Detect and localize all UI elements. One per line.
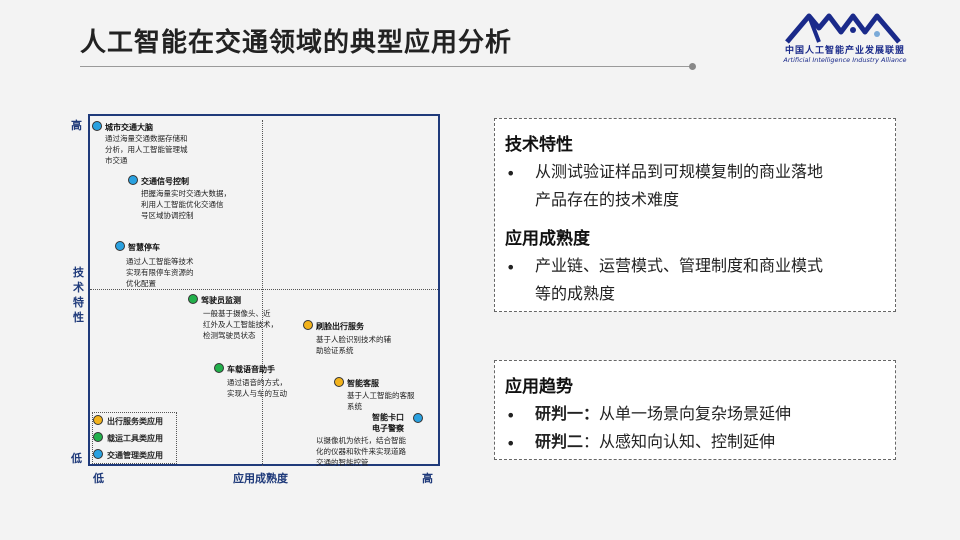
page-title: 人工智能在交通领域的典型应用分析: [80, 28, 513, 58]
item-desc: 通过语音的方式，实现人与车的互动: [227, 378, 287, 398]
item-name: 车载语音助手: [227, 364, 275, 374]
tech-feature-text: 从测试验证样品到可规模复制的商业落地产品存在的技术难度: [535, 162, 824, 209]
judgment-one: 研判一：从单一场景向复杂场景延伸: [535, 404, 792, 423]
item-dot: [128, 175, 138, 185]
item-name: 智能卡口: [372, 412, 404, 422]
logo-cn-text: 中国人工智能产业发展联盟: [784, 46, 905, 56]
item-dot: [413, 413, 423, 423]
item-desc: 基于人工智能的客服系统: [347, 391, 415, 411]
legend-label: 交通管理类应用: [107, 450, 163, 460]
item-name: 刷脸出行服务: [316, 321, 364, 331]
y-axis-high: 高: [71, 119, 82, 132]
item-desc: 通过人工智能等技术实现有限停车资源的优化配置: [126, 257, 194, 288]
logo-en-text: Artificial Intelligence Industry Allianc…: [783, 56, 907, 64]
trend-heading: 应用趋势: [505, 377, 573, 397]
item-desc: 以摄像机为依托，结合智能化的仪器和软件来实现道路交通的智能控管: [316, 436, 406, 467]
tech-feature-heading: 技术特性: [505, 135, 573, 155]
item-name: 交通信号控制: [141, 176, 189, 186]
item-dot: [92, 121, 102, 131]
item-name: 驾驶员监测: [201, 295, 241, 305]
x-axis-high: 高: [422, 472, 433, 485]
bullet: •: [506, 164, 516, 183]
judgment-two: 研判二：从感知向认知、控制延伸: [535, 432, 776, 451]
tech-maturity-box: [494, 118, 896, 312]
item-name: 智能客服: [347, 378, 379, 388]
item-desc: 通过海量交通数据存储和分析，用人工智能管理城市交通: [105, 134, 188, 165]
legend: [92, 412, 177, 464]
legend-dot: [93, 432, 103, 442]
bullet: •: [506, 406, 516, 425]
item-name: 城市交通大脑: [105, 122, 153, 132]
x-axis-label: 应用成熟度: [233, 472, 288, 485]
title-line-dot: [689, 63, 696, 70]
bullet: •: [506, 258, 516, 277]
matrix-chart-frame: [88, 114, 440, 466]
legend-label: 载运工具类应用: [107, 433, 163, 443]
legend-dot: [93, 449, 103, 459]
y-axis-label-char: 性: [73, 311, 84, 324]
horizontal-divider: [90, 289, 438, 290]
y-axis-label-char: 特: [73, 296, 84, 309]
x-axis-low: 低: [93, 472, 104, 485]
item-name: 智慧停车: [128, 242, 160, 252]
item-dot: [334, 377, 344, 387]
item-dot: [303, 320, 313, 330]
item-dot: [214, 363, 224, 373]
y-axis-label-char: 技: [73, 266, 84, 279]
bullet: •: [506, 434, 516, 453]
vertical-divider: [262, 120, 263, 466]
y-axis-low: 低: [71, 452, 82, 465]
item-dot: [188, 294, 198, 304]
item-name: 电子警察: [372, 423, 404, 433]
trend-box: [494, 360, 896, 460]
item-desc: 基于人脸识别技术的辅助验证系统: [316, 335, 391, 355]
item-desc: 一般基于摄像头、近红外及人工智能技术，检测驾驶员状态: [203, 309, 278, 340]
alliance-logo: [785, 13, 901, 44]
legend-label: 出行服务类应用: [107, 416, 163, 426]
maturity-text: 产业链、运营模式、管理制度和商业模式等的成熟度: [535, 256, 824, 303]
legend-dot: [93, 415, 103, 425]
maturity-heading: 应用成熟度: [505, 229, 590, 249]
y-axis-label-char: 术: [73, 281, 84, 294]
item-dot: [115, 241, 125, 251]
title-underline: [80, 66, 694, 67]
item-desc: 把握海量实时交通大数据，利用人工智能优化交通信号区域协调控制: [141, 189, 231, 220]
